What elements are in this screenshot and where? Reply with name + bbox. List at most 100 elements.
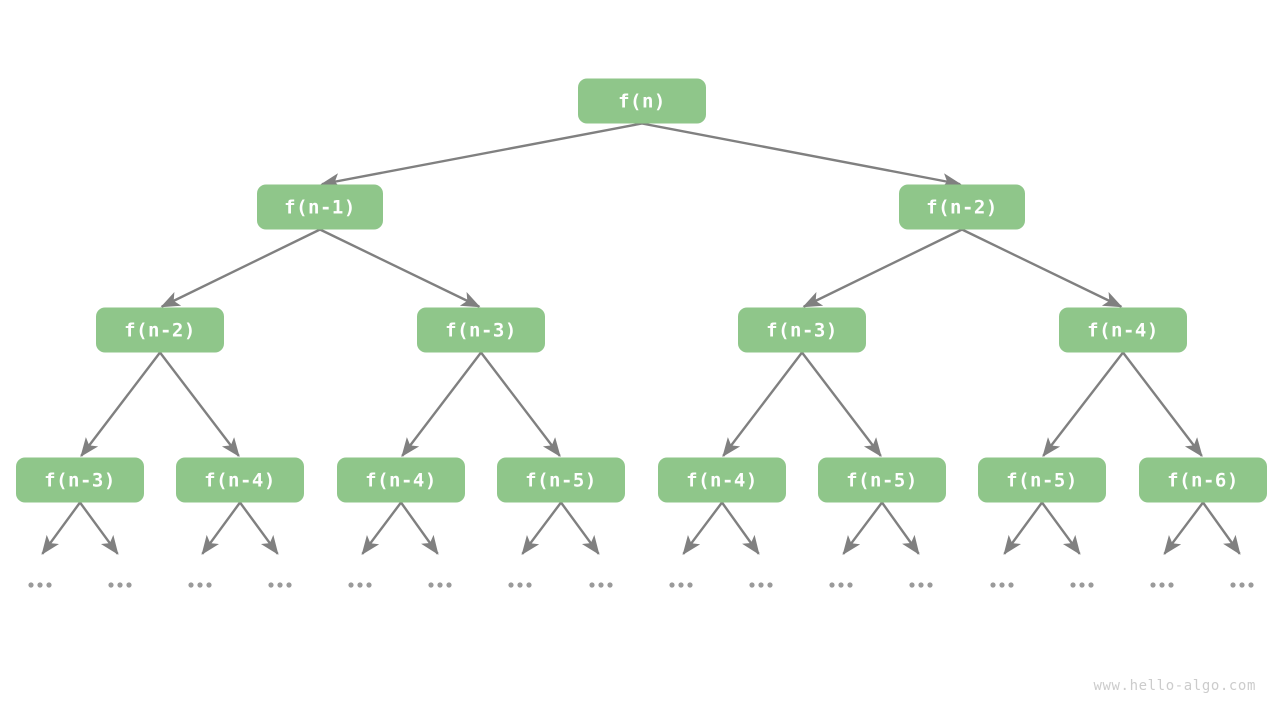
ellipsis-dot xyxy=(918,582,924,588)
node-box xyxy=(497,457,625,503)
node-box xyxy=(1059,307,1187,353)
node-label: f(n-6) xyxy=(1167,470,1239,492)
tree-edge-stub xyxy=(79,501,119,555)
ellipsis-dot xyxy=(188,582,194,588)
ellipsis-dot xyxy=(909,582,915,588)
node-label: f(n-4) xyxy=(686,470,758,492)
ellipsis-dot xyxy=(598,582,604,588)
ellipsis-marker xyxy=(1150,582,1174,588)
ellipsis-dot xyxy=(508,582,514,588)
node-label: f(n) xyxy=(618,91,666,113)
ellipsis-dot xyxy=(758,582,764,588)
tree-node[interactable]: f(n-3) xyxy=(417,307,545,353)
ellipsis-dot xyxy=(1230,582,1236,588)
tree-node[interactable]: f(n-4) xyxy=(1059,307,1187,353)
ellipsis-layer xyxy=(28,582,1254,588)
ellipsis-dot xyxy=(126,582,132,588)
ellipsis-dot xyxy=(1088,582,1094,588)
tree-node[interactable]: f(n-2) xyxy=(96,307,224,353)
ellipsis-dot xyxy=(687,582,693,588)
tree-edge-stub xyxy=(201,501,241,555)
ellipsis-marker xyxy=(508,582,532,588)
ellipsis-dot xyxy=(286,582,292,588)
tree-edge xyxy=(1042,351,1124,458)
tree-node[interactable]: f(n-3) xyxy=(16,457,144,503)
ellipsis-marker xyxy=(1070,582,1094,588)
tree-node[interactable]: f(n-5) xyxy=(818,457,946,503)
ellipsis-dot xyxy=(1248,582,1254,588)
ellipsis-marker xyxy=(749,582,773,588)
ellipsis-dot xyxy=(1008,582,1014,588)
node-label: f(n-4) xyxy=(365,470,437,492)
ellipsis-dot xyxy=(990,582,996,588)
tree-edge xyxy=(1122,351,1203,458)
node-label: f(n-1) xyxy=(284,197,356,219)
nodes-layer: f(n) f(n-1) f(n-2) f(n-2) f(n-3) f(n-3) f(n-4)… xyxy=(16,78,1267,503)
ellipsis-marker xyxy=(28,582,52,588)
tree-node[interactable]: f(n-3) xyxy=(738,307,866,353)
tree-edge-stub xyxy=(400,501,439,555)
edges-layer xyxy=(41,122,1241,555)
ellipsis-dot xyxy=(348,582,354,588)
node-label: f(n-4) xyxy=(1087,320,1159,342)
node-label: f(n-2) xyxy=(926,197,998,219)
tree-edge xyxy=(320,122,643,189)
tree-node[interactable]: f(n-1) xyxy=(257,184,383,230)
node-box xyxy=(16,457,144,503)
tree-edge xyxy=(159,351,240,458)
ellipsis-dot xyxy=(28,582,34,588)
tree-edge-stub xyxy=(842,501,883,555)
tree-edge-stub xyxy=(721,501,760,555)
ellipsis-dot xyxy=(428,582,434,588)
ellipsis-dot xyxy=(678,582,684,588)
node-box xyxy=(978,457,1106,503)
ellipsis-dot xyxy=(1168,582,1174,588)
ellipsis-dot xyxy=(1159,582,1165,588)
tree-edge-stub xyxy=(1202,501,1241,555)
tree-edge xyxy=(641,122,962,189)
node-box xyxy=(337,457,465,503)
tree-edge xyxy=(80,351,161,458)
tree-edge-stub xyxy=(881,501,920,555)
ellipsis-dot xyxy=(117,582,123,588)
node-box xyxy=(176,457,304,503)
ellipsis-dot xyxy=(206,582,212,588)
tree-node[interactable]: f(n-4) xyxy=(658,457,786,503)
node-box xyxy=(578,78,706,124)
ellipsis-dot xyxy=(446,582,452,588)
node-label: f(n-5) xyxy=(846,470,918,492)
ellipsis-dot xyxy=(268,582,274,588)
tree-node[interactable]: f(n-2) xyxy=(899,184,1025,230)
tree-edge-stub xyxy=(239,501,279,555)
ellipsis-marker xyxy=(829,582,853,588)
node-label: f(n-3) xyxy=(445,320,517,342)
ellipsis-marker xyxy=(669,582,693,588)
tree-node[interactable]: f(n) xyxy=(578,78,706,124)
ellipsis-dot xyxy=(277,582,283,588)
tree-edge-stub xyxy=(361,501,402,555)
tree-edge-stub xyxy=(1041,501,1081,555)
tree-edge-stub xyxy=(1003,501,1043,555)
node-box xyxy=(417,307,545,353)
ellipsis-dot xyxy=(829,582,835,588)
node-box xyxy=(1139,457,1267,503)
ellipsis-dot xyxy=(1239,582,1245,588)
tree-node[interactable]: f(n-6) xyxy=(1139,457,1267,503)
ellipsis-dot xyxy=(927,582,933,588)
tree-edge xyxy=(401,351,482,458)
node-box xyxy=(818,457,946,503)
ellipsis-dot xyxy=(357,582,363,588)
node-label: f(n-5) xyxy=(1006,470,1078,492)
node-label: f(n-4) xyxy=(204,470,276,492)
tree-node[interactable]: f(n-5) xyxy=(497,457,625,503)
ellipsis-dot xyxy=(767,582,773,588)
ellipsis-dot xyxy=(1070,582,1076,588)
ellipsis-marker xyxy=(268,582,292,588)
tree-node[interactable]: f(n-4) xyxy=(176,457,304,503)
ellipsis-dot xyxy=(838,582,844,588)
tree-node[interactable]: f(n-5) xyxy=(978,457,1106,503)
tree-node[interactable]: f(n-4) xyxy=(337,457,465,503)
tree-edge xyxy=(801,351,882,458)
tree-edge-stub xyxy=(560,501,600,555)
